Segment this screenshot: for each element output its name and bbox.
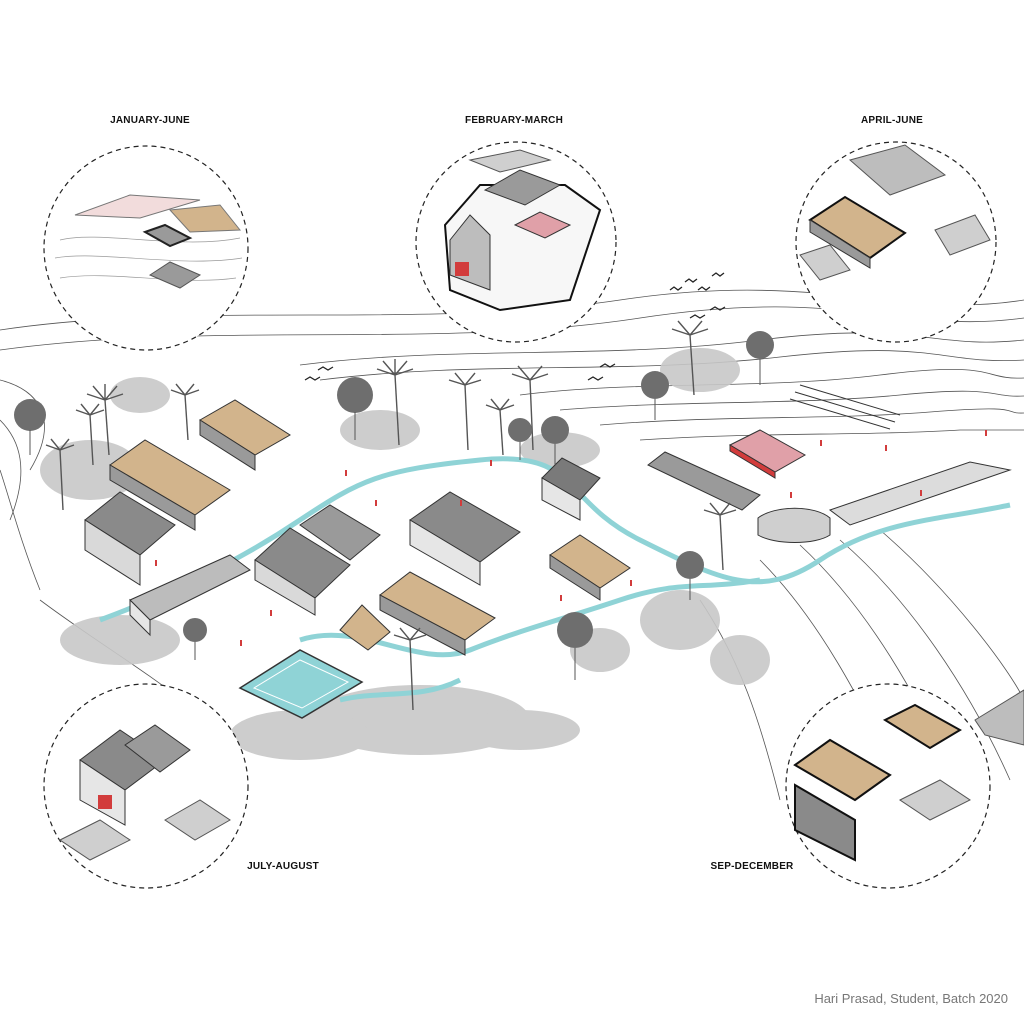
person-icon <box>345 470 347 476</box>
palm-tree-icon <box>393 627 427 711</box>
inset-january-june <box>43 145 249 351</box>
tree-icon <box>641 371 669 420</box>
bird-icon <box>599 363 616 368</box>
label-january-june: JANUARY-JUNE <box>110 115 190 126</box>
person-icon <box>240 640 242 646</box>
person-icon <box>460 500 462 506</box>
palm-tree-icon <box>671 320 709 396</box>
person-icon <box>820 440 822 446</box>
label-february-march: FEBRUARY-MARCH <box>465 115 563 126</box>
covered-walkway <box>129 554 251 637</box>
label-sep-december: SEP-DECEMBER <box>710 861 794 872</box>
red-pavilion <box>728 429 807 479</box>
birds <box>304 272 726 381</box>
tree-icon <box>508 418 532 460</box>
person-icon <box>885 445 887 451</box>
inset-july-august <box>43 683 249 889</box>
tree-icon <box>541 416 569 465</box>
pavilion-center <box>409 491 521 586</box>
palm-tree-icon <box>703 502 737 571</box>
trees <box>14 331 774 680</box>
long-shed-east <box>647 451 761 511</box>
bird-icon <box>711 272 725 277</box>
road <box>974 689 1024 746</box>
tree-icon <box>676 551 704 600</box>
palm-tree-icon <box>45 438 75 511</box>
inset-sep-december <box>785 683 991 889</box>
inset-april-june <box>795 141 997 343</box>
person-icon <box>270 610 272 616</box>
bird-icon <box>587 376 604 381</box>
house-west-grey <box>84 491 176 586</box>
bird-icon <box>697 286 711 291</box>
label-july-august: JULY-AUGUST <box>247 861 319 872</box>
tree-icon <box>337 377 373 440</box>
palm-tree-icon <box>485 398 515 456</box>
palm-trees <box>45 320 737 711</box>
palm-tree-icon <box>448 372 482 451</box>
inset-february-march <box>415 141 617 343</box>
pool <box>238 649 364 719</box>
vegetation <box>40 348 770 760</box>
longhouse-east <box>549 534 631 601</box>
palm-tree-icon <box>170 383 200 441</box>
person-icon <box>920 490 922 496</box>
gatehouse <box>541 457 601 521</box>
credit-line: Hari Prasad, Student, Batch 2020 <box>814 991 1008 1006</box>
tree-icon <box>557 612 593 680</box>
person-icon <box>790 492 792 498</box>
bird-icon <box>317 366 334 371</box>
tree-icon <box>14 399 46 455</box>
person-icon <box>155 560 157 566</box>
bird-icon <box>709 306 726 311</box>
person-icon <box>375 500 377 506</box>
terrace-steps <box>789 384 901 430</box>
person-icon <box>985 430 987 436</box>
house-central-grey <box>254 504 381 616</box>
person-icon <box>490 460 492 466</box>
tree-icon <box>183 618 207 660</box>
bird-icon <box>689 314 706 319</box>
tree-icon <box>746 331 774 385</box>
people <box>155 430 987 646</box>
bird-icon <box>684 278 698 283</box>
palm-tree-icon <box>75 403 105 466</box>
label-april-june: APRIL-JUNE <box>860 115 924 126</box>
person-icon <box>560 595 562 601</box>
amphitheatre <box>757 507 831 543</box>
palm-tree-icon <box>376 359 414 446</box>
bird-icon <box>304 376 321 381</box>
palm-tree-icon <box>86 384 124 456</box>
palm-tree-icon <box>511 365 549 451</box>
longhouse-center <box>379 571 496 656</box>
hut-small <box>339 604 391 651</box>
longhouse-west <box>109 439 231 531</box>
person-icon <box>630 580 632 586</box>
bird-icon <box>669 286 683 291</box>
longhouse-north <box>199 399 291 471</box>
